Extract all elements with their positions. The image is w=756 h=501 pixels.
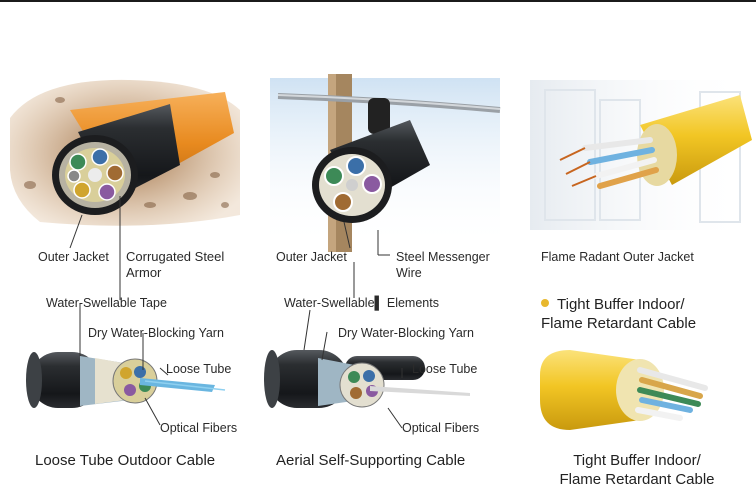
panel2-bottom-illustration (264, 350, 470, 408)
panel1-title: Loose Tube Outdoor Cable (35, 452, 216, 469)
bullet-title-text: Tight Buffer Indoor/ Flame Retardant Cab… (541, 296, 697, 332)
label-flame-radant-outer-jacket: Flame Radant Outer Jacket (541, 250, 694, 264)
label-water-swellable-tape: Water-Swellable Tape (46, 296, 167, 310)
label-loose-tube-2: Loose Tube (412, 362, 478, 376)
panel1-bottom-illustration (26, 352, 226, 408)
panel2-top-illustration (270, 74, 501, 252)
top-border (0, 0, 756, 2)
panel3-title: Tight Buffer Indoor/ Flame Retardant Cab… (559, 452, 715, 488)
panel2-title: Aerial Self-Supporting Cable (276, 452, 466, 469)
label-outer-jacket-1: Outer Jacket (38, 250, 109, 264)
bullet-title: Tight Buffer Indoor/ Flame Retardant Cab… (541, 295, 721, 333)
bullet-dot-icon (541, 299, 549, 308)
label-dry-water-blocking-yarn-1: Dry Water-Blocking Yarn (88, 326, 224, 340)
label-steel-messenger-wire: Steel Messenger Wire (396, 250, 490, 280)
label-outer-jacket-2: Outer Jacket (276, 250, 347, 264)
leader-lines (69, 196, 403, 429)
label-corrugated-steel-armor: Corrugated Steel Armor (126, 249, 225, 280)
label-loose-tube-1: Loose Tube (166, 362, 232, 376)
panel3-top-illustration (530, 80, 752, 230)
label-optical-fibers-1: Optical Fibers (160, 421, 238, 435)
panel1-top-illustration (10, 79, 240, 226)
label-optical-fibers-2: Optical Fibers (402, 421, 480, 435)
panel3-bottom-illustration (540, 350, 708, 430)
label-water-swellable-elements: Water-Swellable▌ Elements (284, 296, 439, 310)
label-dry-water-blocking-yarn-2: Dry Water-Blocking Yarn (338, 326, 474, 340)
